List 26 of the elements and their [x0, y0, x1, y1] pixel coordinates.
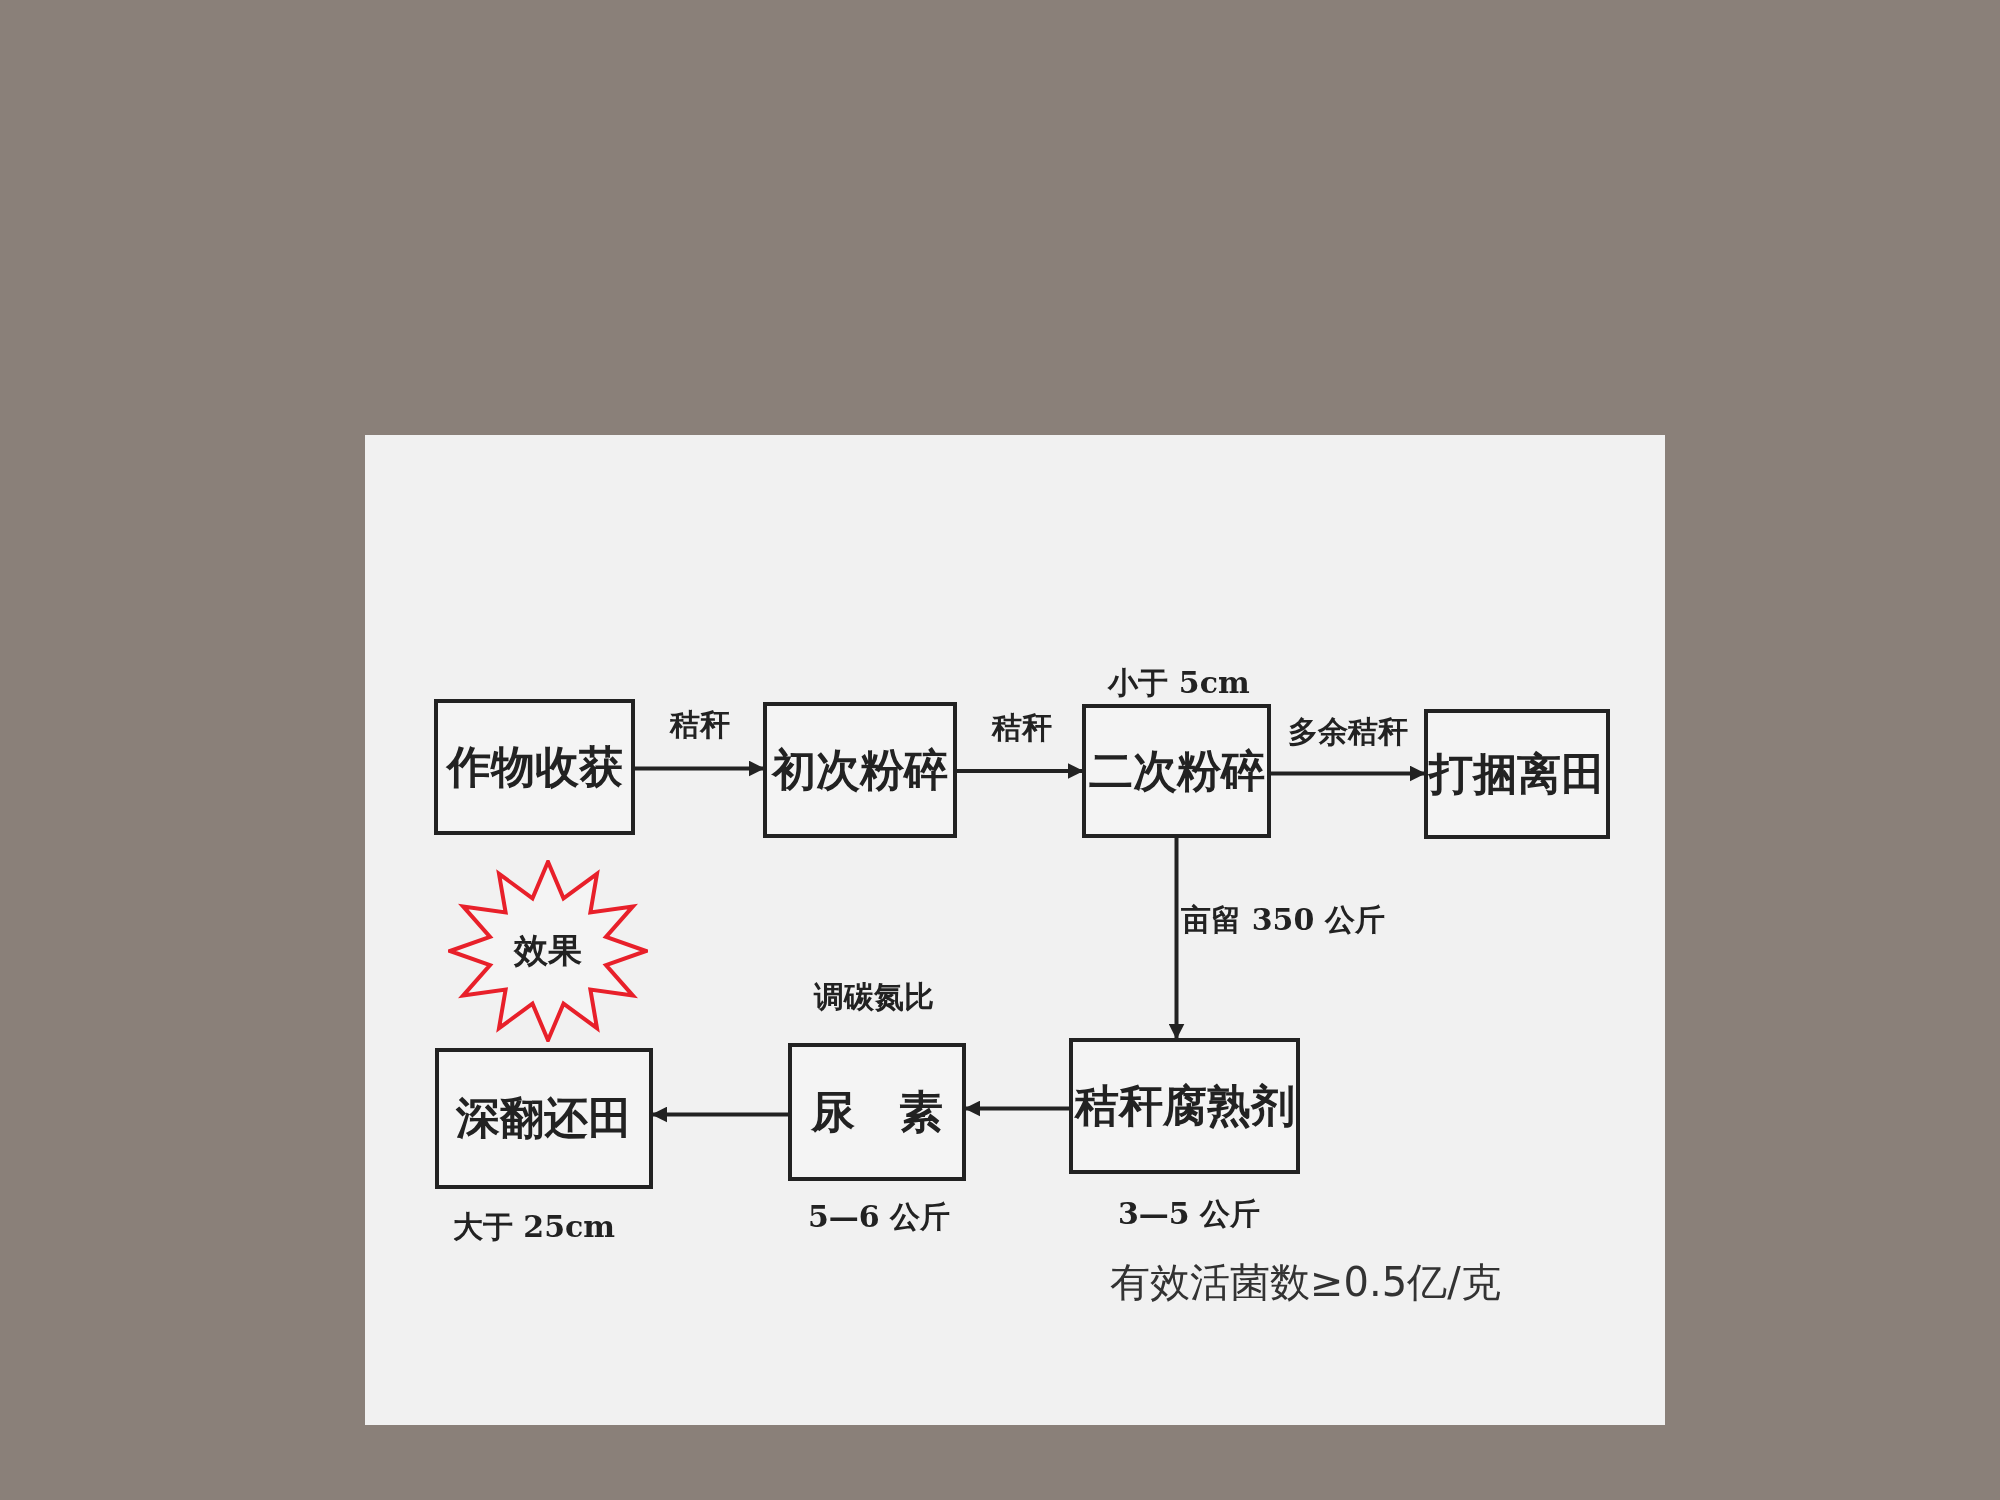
box-label: 效果: [514, 929, 582, 972]
process-box: [434, 699, 635, 835]
arrow: [1168, 838, 1185, 1040]
box-label: 二次粉碎: [1088, 743, 1265, 798]
box-label: 作物收获: [446, 739, 623, 794]
starburst: [448, 860, 648, 1042]
edge-label: 多余秸秆: [1288, 712, 1408, 751]
node-note: 大于 25cm: [452, 1208, 616, 1246]
node-note: 调碳氮比: [814, 978, 934, 1016]
process-box: [763, 702, 957, 838]
box-label: 打捆离田: [1429, 746, 1605, 801]
edge-label: 秸秆: [670, 705, 730, 744]
note-text: 有效活菌数≥0.5亿/克: [1110, 1258, 1501, 1307]
box-label: 秸秆腐熟剂: [1074, 1078, 1295, 1133]
node-note: 小于 5cm: [1108, 664, 1250, 702]
edge-label: 秸秆: [992, 708, 1052, 747]
box-label: 尿 素: [811, 1084, 943, 1139]
box-label: 初次粉碎: [772, 742, 948, 797]
arrow: [957, 763, 1084, 779]
node-note: 5—6 公斤: [807, 1198, 951, 1236]
edge-label: 亩留 350 公斤: [1181, 900, 1385, 939]
arrow: [1271, 765, 1426, 782]
arrow: [635, 760, 765, 777]
process-box: [1424, 709, 1610, 839]
box-label: 深翻还田: [456, 1091, 632, 1145]
node-note: 3—5 公斤: [1117, 1195, 1261, 1233]
